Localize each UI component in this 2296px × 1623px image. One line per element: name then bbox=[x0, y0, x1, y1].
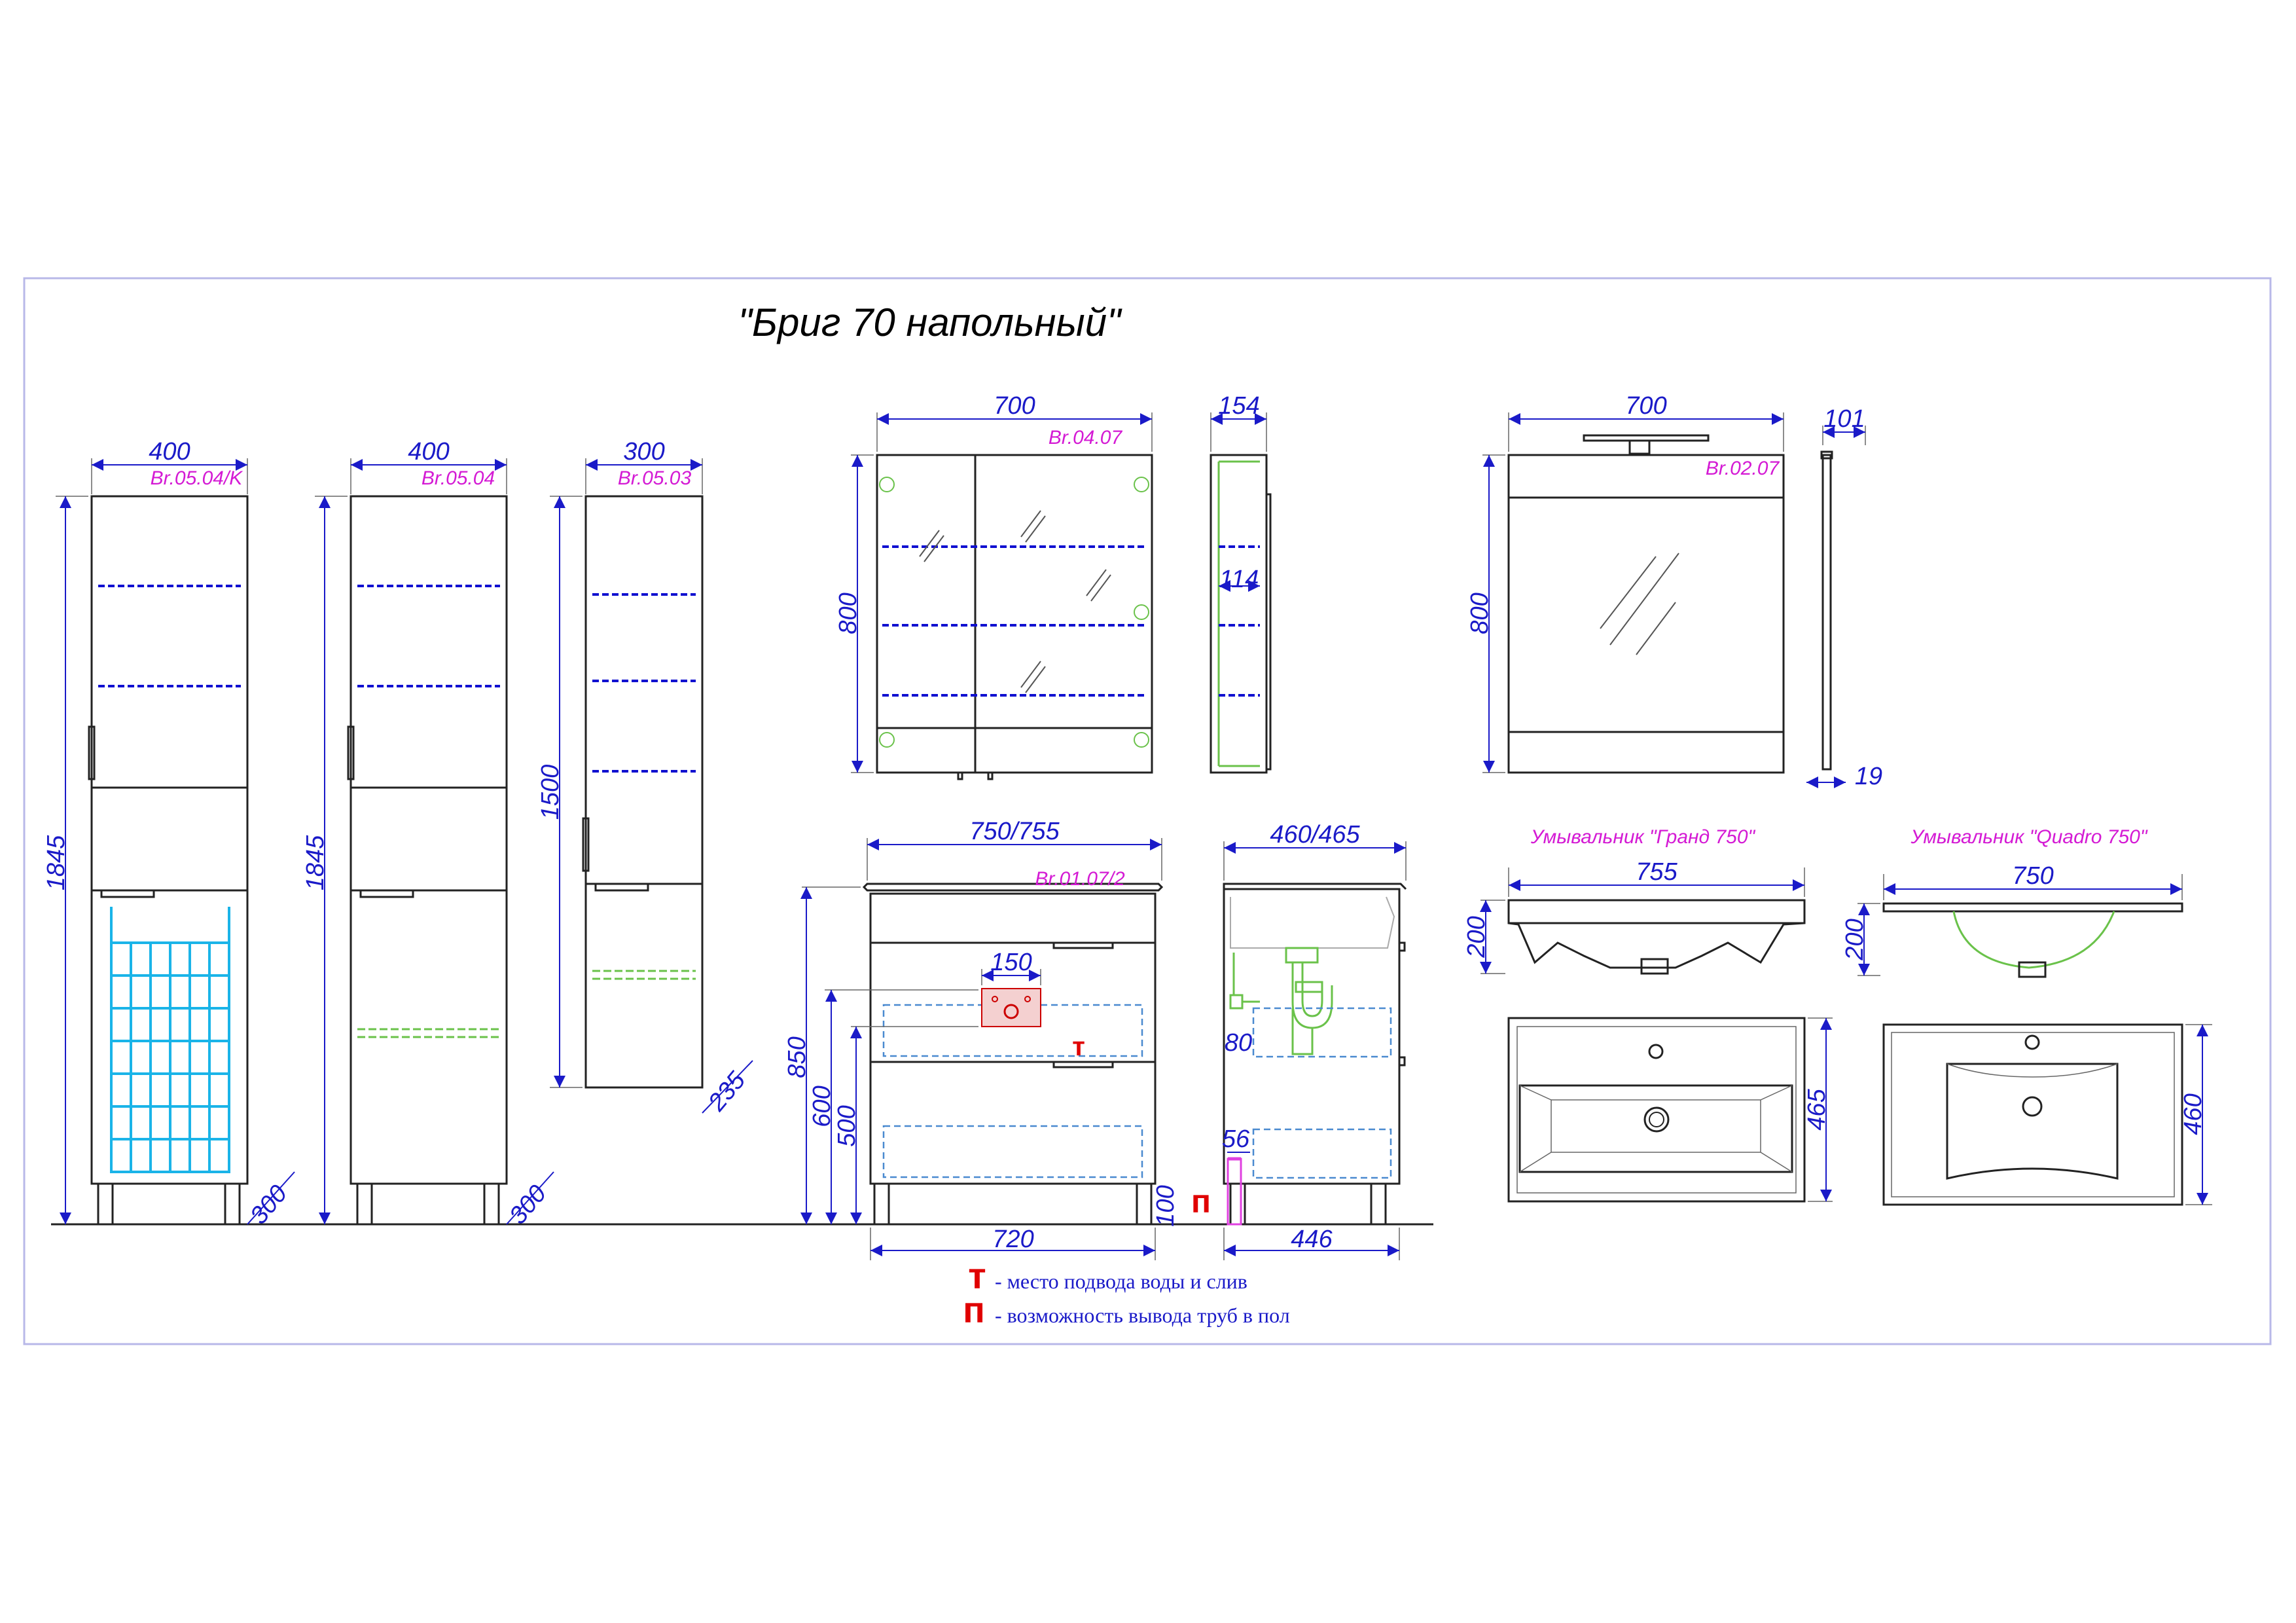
drawer-handle bbox=[1052, 1061, 1114, 1068]
mirror-cabinet: 700 Br.04.07 800 bbox=[834, 392, 1153, 780]
dim-height-600: 600 bbox=[808, 1085, 836, 1127]
t-mark: т bbox=[1072, 1032, 1085, 1061]
legend-t-text: - место подвода воды и слив bbox=[995, 1269, 1247, 1293]
dim-depth: 460/465 bbox=[1270, 821, 1360, 848]
product-code: Br.05.04 bbox=[422, 467, 495, 489]
mirror: 700 Br.02.07 800 bbox=[1466, 392, 1785, 774]
dim-80: 80 bbox=[1225, 1029, 1252, 1057]
dim-depth: 101 bbox=[1823, 405, 1865, 433]
dim-height: 800 bbox=[1466, 593, 1494, 634]
sink-profile bbox=[1507, 899, 1806, 969]
dim-width: 700 bbox=[1625, 392, 1666, 420]
dim-width: 300 bbox=[623, 438, 664, 465]
dim-connection-width: 150 bbox=[990, 949, 1031, 976]
dim-depth: 460 bbox=[2179, 1093, 2207, 1135]
product-code: Br.04.07 bbox=[1049, 427, 1123, 448]
door-handle bbox=[594, 883, 649, 892]
cabinet-narrow: 300 Br.05.03 1500 235 bbox=[537, 438, 753, 1117]
dim-width: 400 bbox=[408, 438, 449, 465]
sink-label: Умывальник "Quadro 750" bbox=[1910, 826, 2148, 848]
sink-top-view bbox=[1882, 1023, 2183, 1206]
dim-56: 56 bbox=[1222, 1125, 1250, 1153]
door-handle bbox=[359, 889, 414, 898]
door-handle bbox=[347, 725, 355, 780]
mirror-side: 101 19 bbox=[1806, 405, 1882, 790]
dim-base-depth: 446 bbox=[1291, 1226, 1333, 1253]
laundry-basket bbox=[110, 907, 230, 1173]
dim-height: 200 bbox=[1841, 919, 1869, 960]
cabinet-tall: 400 Br.05.04 1845 300 bbox=[302, 438, 554, 1230]
dim-width: 755 bbox=[1636, 858, 1677, 886]
product-code: Br.05.04/K bbox=[151, 467, 244, 489]
product-code: Br.05.03 bbox=[618, 467, 692, 489]
legend: т - место подвода воды и слив п - возмож… bbox=[963, 1255, 1290, 1330]
cabinet-tall-k: 400 Br.05.04/K 1845 300 bbox=[43, 438, 295, 1230]
dim-thickness: 19 bbox=[1855, 763, 1882, 790]
dim-height: 200 bbox=[1463, 916, 1490, 958]
dim-height-500: 500 bbox=[833, 1105, 861, 1146]
dim-top-width: 750/755 bbox=[969, 818, 1060, 845]
sheet-frame bbox=[23, 277, 2272, 1345]
mirror-front bbox=[1507, 454, 1785, 774]
dim-height: 1845 bbox=[302, 835, 329, 890]
dim-depth: 465 bbox=[1803, 1088, 1831, 1130]
dim-height: 1500 bbox=[537, 765, 564, 820]
vanity-worktop bbox=[862, 883, 1164, 892]
door-handle bbox=[582, 817, 590, 872]
vanity-side-top bbox=[1223, 883, 1407, 890]
legend-t-symbol: т bbox=[968, 1255, 986, 1296]
dim-height: 1845 bbox=[43, 835, 70, 890]
sink-grand: Умывальник "Гранд 750" 755 200 465 bbox=[1463, 826, 1833, 1203]
dim-depth: 154 bbox=[1218, 392, 1259, 420]
sink-top-view bbox=[1507, 1017, 1806, 1203]
mirror-cabinet-front bbox=[876, 454, 1153, 774]
legend-p-text: - возможность вывода труб в пол bbox=[995, 1304, 1290, 1327]
drawing-title: "Бриг 70 напольный" bbox=[738, 301, 1122, 344]
dim-depth: 300 bbox=[245, 1180, 293, 1230]
dim-height: 850 bbox=[783, 1036, 811, 1078]
legend-p-symbol: п bbox=[963, 1289, 985, 1330]
dim-leg-height: 100 bbox=[1152, 1185, 1179, 1226]
mirror-cabinet-side: 154 114 bbox=[1210, 392, 1272, 774]
dim-depth: 300 bbox=[504, 1180, 552, 1230]
dim-inner-depth: 114 bbox=[1219, 566, 1259, 593]
siphon bbox=[1229, 947, 1333, 1055]
cabinet-body bbox=[90, 495, 249, 1185]
dim-body-width: 720 bbox=[992, 1226, 1033, 1253]
product-code: Br.02.07 bbox=[1706, 458, 1780, 479]
door-handle bbox=[100, 889, 155, 898]
dim-width: 750 bbox=[2012, 862, 2053, 890]
dim-depth: 235 bbox=[703, 1067, 751, 1117]
dim-height: 800 bbox=[834, 593, 862, 634]
p-mark: п bbox=[1191, 1183, 1211, 1220]
cabinet-body bbox=[350, 495, 508, 1185]
dim-width: 400 bbox=[149, 438, 190, 465]
dim-width: 700 bbox=[994, 392, 1035, 420]
product-code: Br.01.07/2 bbox=[1035, 868, 1125, 890]
sink-quadro: Умывальник "Quadro 750" 750 200 460 bbox=[1841, 826, 2212, 1206]
drawer-handle bbox=[1052, 941, 1114, 949]
vanity-body bbox=[869, 892, 1157, 1185]
cabinet-body bbox=[584, 495, 704, 1089]
vanity-side: п 460/465 446 80 56 100 bbox=[1152, 821, 1407, 1260]
sink-label: Умывальник "Гранд 750" bbox=[1530, 826, 1756, 848]
sink-profile bbox=[1882, 902, 2183, 913]
water-connection: т bbox=[981, 988, 1085, 1061]
vanity-front: т 150 750/755 Br.01.07/2 720 850 600 500 bbox=[783, 818, 1164, 1260]
door-handle bbox=[88, 725, 96, 780]
